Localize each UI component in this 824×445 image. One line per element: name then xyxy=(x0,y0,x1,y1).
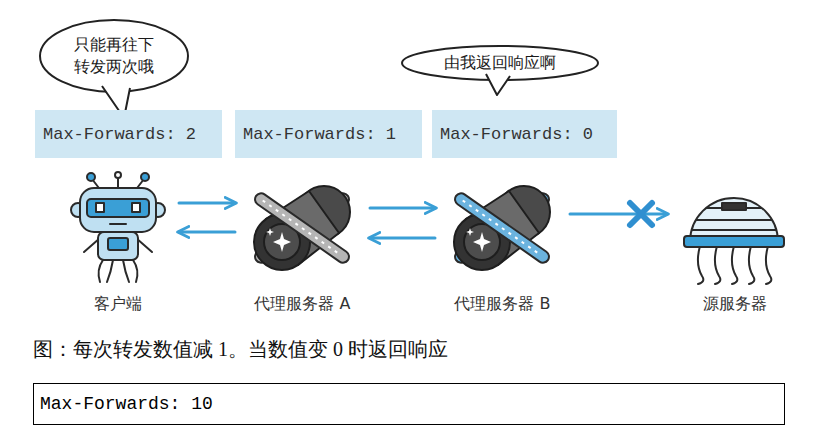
bubble-text: 由我返回响应啊 xyxy=(444,52,556,74)
header-band: Max-Forwards: 2 xyxy=(35,110,222,158)
server-figure: 源服务器 xyxy=(672,170,797,315)
proxy-figure-art xyxy=(240,170,365,288)
forward-arrow xyxy=(179,202,235,205)
proxy-figure-art xyxy=(440,170,565,288)
code-text: Max-Forwards: 10 xyxy=(40,394,213,414)
header-band: Max-Forwards: 1 xyxy=(235,110,422,158)
forward-arrow xyxy=(370,207,435,210)
speech-bubble: 只能再往下 转发两次哦 xyxy=(38,18,190,94)
node-label: 代理服务器 A xyxy=(254,294,350,315)
bubble-text: 只能再往下 转发两次哦 xyxy=(71,34,157,77)
proxy-figure: 代理服务器 B xyxy=(440,170,565,315)
forward-arrow xyxy=(179,231,235,234)
proxy-figure: 代理服务器 A xyxy=(240,170,365,315)
client-figure: 客户端 xyxy=(62,170,174,315)
band-text: Max-Forwards: 1 xyxy=(243,125,396,144)
blocked-cross xyxy=(630,203,652,225)
client-figure-art xyxy=(62,170,174,288)
header-band: Max-Forwards: 0 xyxy=(432,110,617,158)
forward-arrow xyxy=(570,213,667,216)
speech-bubble: 由我返回响应啊 xyxy=(400,44,600,82)
node-label: 源服务器 xyxy=(703,294,767,315)
band-text: Max-Forwards: 0 xyxy=(440,125,593,144)
forward-arrow xyxy=(370,237,435,240)
node-label: 客户端 xyxy=(94,294,142,315)
node-label: 代理服务器 B xyxy=(454,294,550,315)
server-figure-art xyxy=(672,170,797,288)
band-text: Max-Forwards: 2 xyxy=(43,125,196,144)
caption: 图：每次转发数值减 1。当数值变 0 时返回响应 xyxy=(33,336,448,363)
code-box: Max-Forwards: 10 xyxy=(33,383,785,425)
